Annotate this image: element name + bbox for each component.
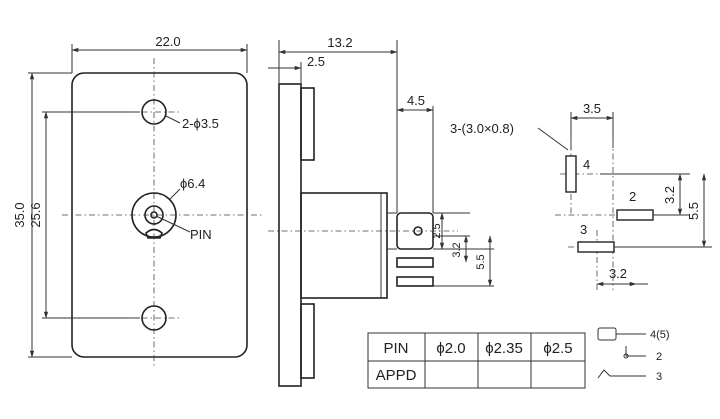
slot-pin-2	[616, 209, 654, 221]
pin-3-label: 3	[580, 222, 587, 237]
pin-offset-dimension: 4.5	[407, 93, 425, 108]
pin-4-label: 4	[583, 157, 590, 172]
slot-size-label: 3-(3.0×0.8)	[450, 121, 514, 136]
side-tab-bottom	[300, 303, 315, 379]
slot-pin-3	[577, 241, 615, 253]
schematic-symbol: 4(5) 2 3	[597, 327, 670, 383]
pin-total-dimension: 5.5	[475, 254, 487, 269]
pin-2-label: 2	[629, 189, 636, 204]
bottom-dimension: 3.2	[609, 266, 627, 281]
jack-diameter-label: ϕ6.4	[180, 176, 205, 191]
side-view: 13.2 2.5 4.5 2.5 3.2 5.5	[268, 35, 494, 387]
slot-pin-4	[565, 155, 577, 193]
top-dimension: 3.5	[583, 101, 601, 116]
right-dimension-a: 3.2	[662, 186, 677, 204]
table-row-label: APPD	[376, 367, 417, 384]
jack-outer-circle	[131, 192, 177, 238]
width-dimension: 22.0	[155, 34, 180, 49]
side-flange	[278, 83, 302, 387]
mount-hole-top	[141, 99, 167, 125]
flange-dimension: 2.5	[307, 54, 325, 69]
side-tab-top	[300, 87, 315, 161]
side-pin-lower-1	[396, 257, 434, 268]
pin-table: PIN ϕ2.0 ϕ2.35 ϕ2.5 APPD	[367, 332, 586, 389]
jack-keyway	[145, 228, 163, 239]
mount-hole-label: 2-ϕ3.5	[182, 116, 219, 131]
height-dimension: 35.0	[12, 202, 27, 227]
side-body	[300, 192, 388, 299]
table-header-phi25: ϕ2.5	[543, 340, 572, 357]
mount-hole-bottom	[141, 305, 167, 331]
table-header-phi20: ϕ2.0	[436, 340, 465, 357]
side-pin-lower-2	[396, 276, 434, 287]
hole-spacing-dimension: 25.6	[28, 202, 43, 227]
depth-dimension: 13.2	[327, 35, 352, 50]
table-header-pin: PIN	[383, 340, 408, 357]
schematic-label-2: 2	[656, 351, 662, 363]
right-dimension-b: 5.5	[686, 202, 701, 220]
schematic-label-4-5: 4(5)	[650, 329, 670, 341]
pin-layout-view: 3-(3.0×0.8) 3.5 4 2 3 3.2 5.5 3.2	[450, 101, 712, 290]
schematic-label-3: 3	[656, 371, 662, 383]
pin-length-dimension: 3.2	[451, 242, 463, 257]
pin-width-dimension: 2.5	[431, 223, 443, 238]
table-header-phi235: ϕ2.35	[485, 340, 523, 357]
jack-inner-circle	[144, 205, 164, 225]
side-pin-tab	[396, 212, 434, 250]
front-view: 22.0 35.0 25.6 2-ϕ3.5 ϕ6.4 PIN	[12, 34, 262, 368]
pin-label: PIN	[190, 227, 212, 242]
jack-pin	[150, 211, 158, 219]
